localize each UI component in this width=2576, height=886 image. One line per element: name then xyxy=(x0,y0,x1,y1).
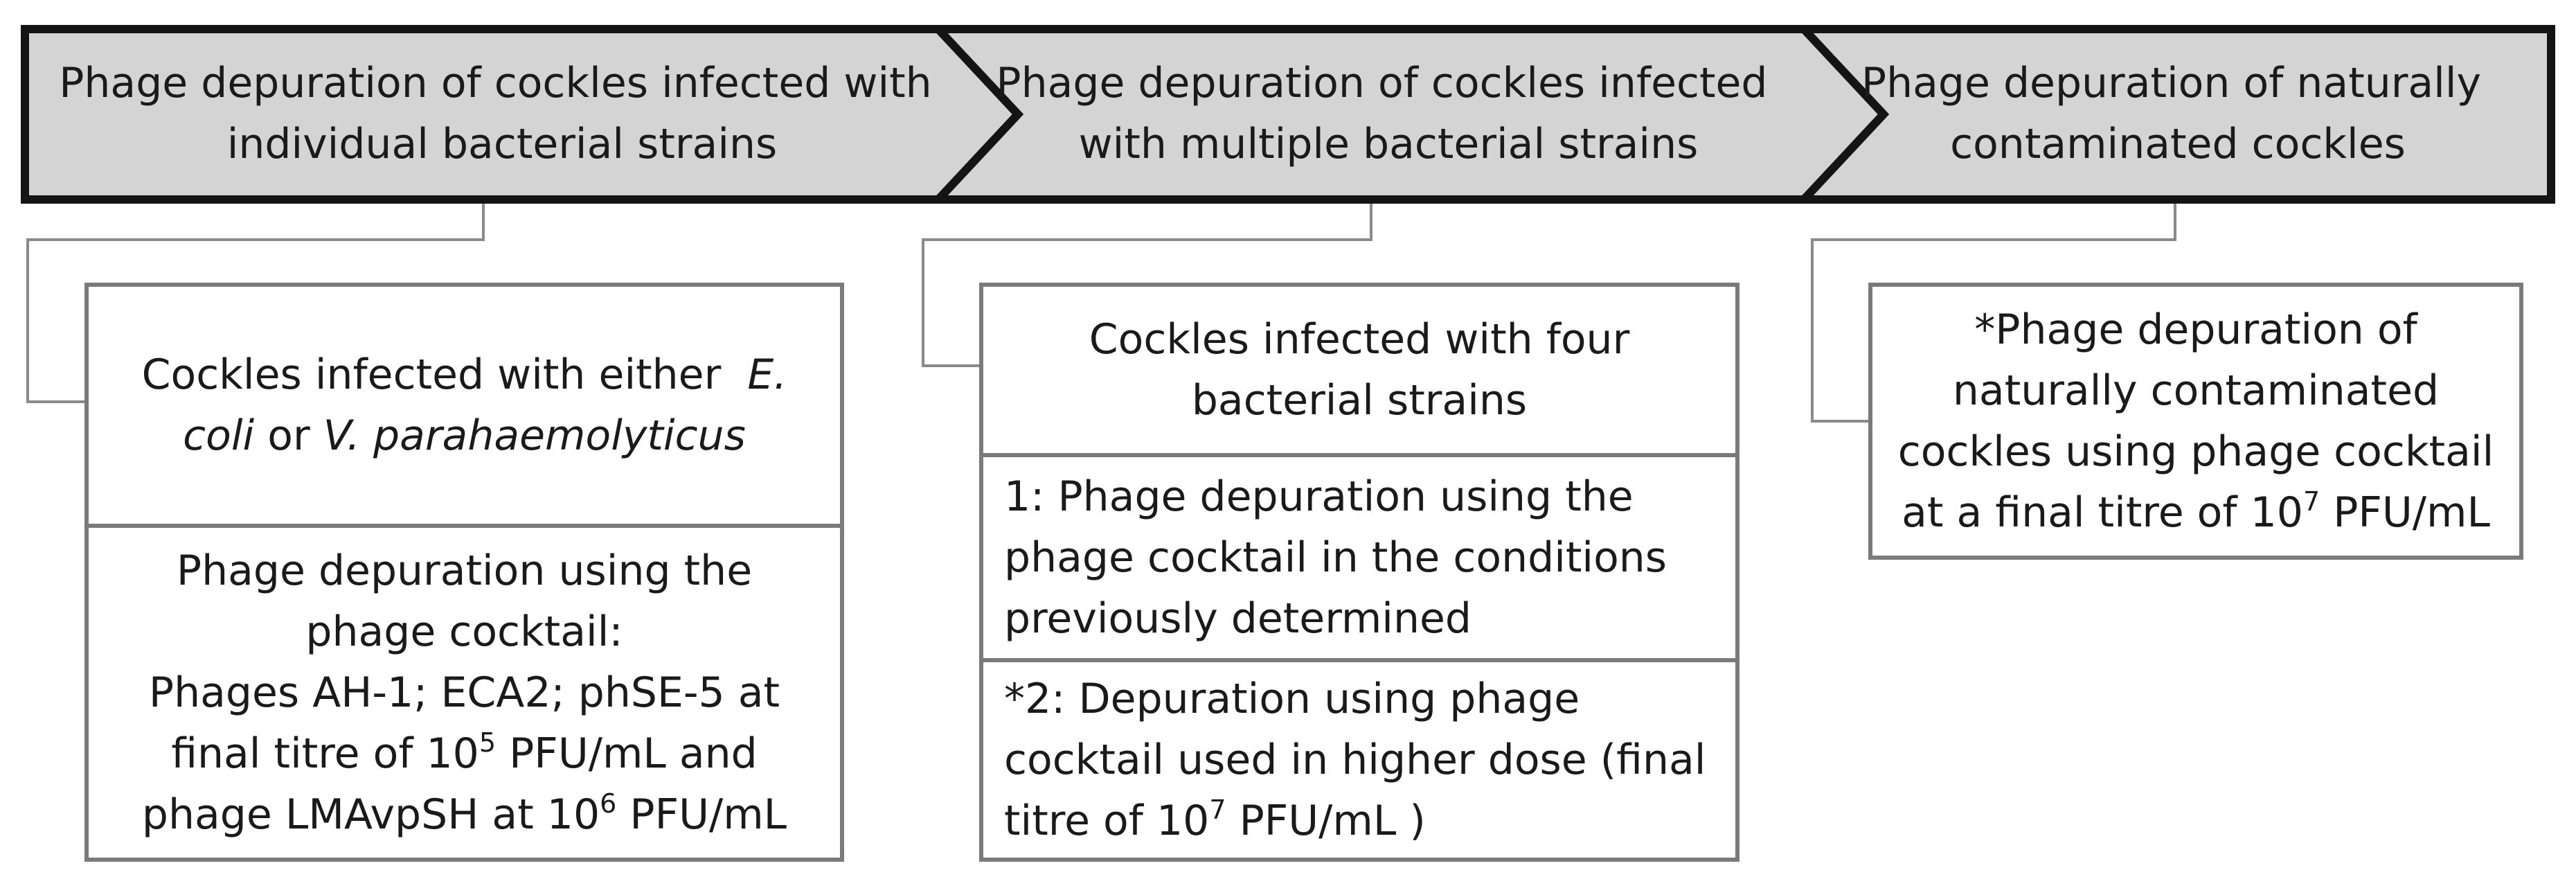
cell-text: Cockles infected with either E. coli or … xyxy=(141,351,787,460)
banner-shape xyxy=(929,25,1890,204)
column-box-multiple: Cockles infected with four bacterial str… xyxy=(979,283,1739,862)
stage-title: Phage depuration of naturally contaminat… xyxy=(1861,59,2494,168)
depuration-cell: *Phage depuration of naturally contamina… xyxy=(1872,287,2519,556)
stage-title-line: with multiple bacterial strains xyxy=(1079,120,1699,168)
stage-title-line: contaminated cockles xyxy=(1950,120,2406,168)
infection-cell: Cockles infected with either E. coli or … xyxy=(89,287,840,524)
stage-title: Phage depuration of cockles infected wit… xyxy=(996,59,1780,168)
banner-shape xyxy=(1794,25,2555,204)
stage-title-line: Phage depuration of cockles infected wit… xyxy=(59,59,931,107)
cell-text: Phage depuration using the phage cocktai… xyxy=(141,547,787,839)
column-box-individual: Cockles infected with either E. coli or … xyxy=(84,283,844,862)
cell-text: Cockles infected with four bacterial str… xyxy=(1089,315,1630,425)
cell-text: *2: Depuration using phage cocktail used… xyxy=(1004,675,1706,845)
stage-title-line: Phage depuration of naturally xyxy=(1861,59,2481,107)
stage-title-line: individual bacterial strains xyxy=(227,120,778,168)
column-box-natural: *Phage depuration of naturally contamina… xyxy=(1868,283,2523,560)
depuration-cell: Phage depuration using the phage cocktai… xyxy=(89,524,840,858)
infection-cell: Cockles infected with four bacterial str… xyxy=(983,287,1735,453)
depuration-cell: 1: Phage depuration using the phage cock… xyxy=(983,453,1735,658)
connector-line xyxy=(26,204,485,403)
stage-title-line: Phage depuration of cockles infected xyxy=(996,59,1767,107)
cell-text: *Phage depuration of naturally contamina… xyxy=(1897,305,2494,537)
stage-title: Phage depuration of cockles infected wit… xyxy=(59,59,945,168)
connector-line xyxy=(922,204,1372,367)
connector-line xyxy=(1811,204,2176,423)
depuration-cell: *2: Depuration using phage cocktail used… xyxy=(983,658,1735,858)
banner-shape xyxy=(21,25,1024,204)
cell-text: 1: Phage depuration using the phage cock… xyxy=(1004,472,1667,643)
